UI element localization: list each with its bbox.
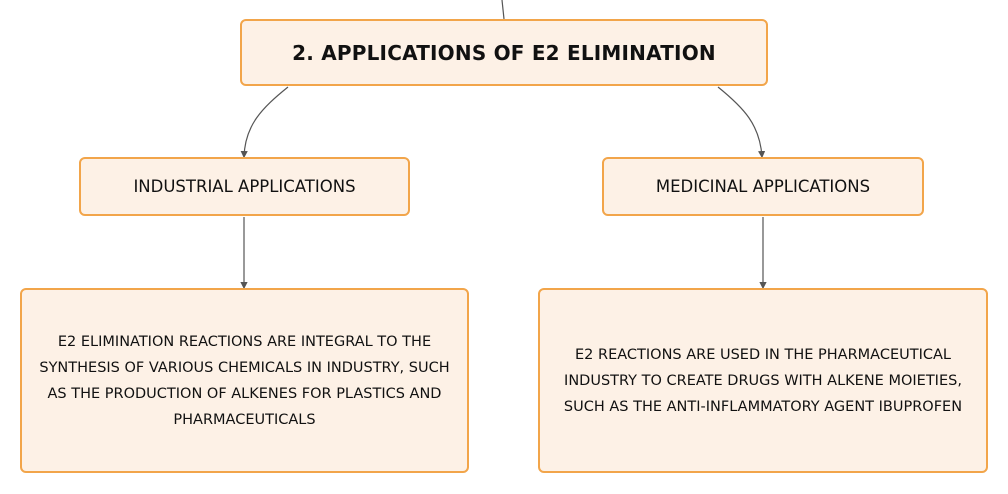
industrial-applications-node[interactable]: INDUSTRIAL APPLICATIONS [79, 157, 410, 216]
connector-parent-to-root [501, 0, 505, 20]
industrial-detail-text: E2 ELIMINATION REACTIONS ARE INTEGRAL TO… [39, 333, 450, 428]
medicinal-detail-node[interactable]: E2 REACTIONS ARE USED IN THE PHARMACEUTI… [538, 288, 988, 473]
industrial-applications-label: INDUSTRIAL APPLICATIONS [133, 177, 356, 196]
connector-root-to-medicinal [717, 86, 766, 159]
connector-root-to-industrial [240, 86, 289, 159]
medicinal-applications-label: MEDICINAL APPLICATIONS [655, 177, 871, 196]
medicinal-detail-text: E2 REACTIONS ARE USED IN THE PHARMACEUTI… [563, 346, 963, 415]
root-node[interactable]: 2. APPLICATIONS OF E2 ELIMINATION [240, 19, 768, 86]
root-node-label: 2. APPLICATIONS OF E2 ELIMINATION [292, 40, 716, 65]
medicinal-applications-node[interactable]: MEDICINAL APPLICATIONS [602, 157, 924, 216]
industrial-detail-node[interactable]: E2 ELIMINATION REACTIONS ARE INTEGRAL TO… [20, 288, 469, 473]
